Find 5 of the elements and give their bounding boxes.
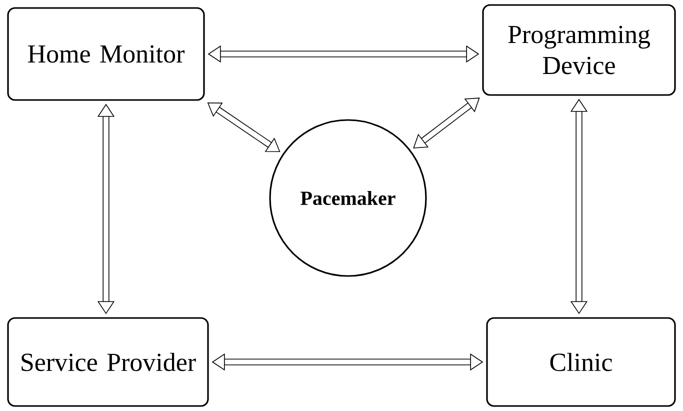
device-box: Programming Device — [482, 4, 676, 96]
device-box: Home Monitor — [7, 7, 205, 101]
double-arrow — [413, 98, 480, 148]
device-box: Service Provider — [7, 317, 209, 407]
device-box: Clinic — [486, 317, 676, 407]
